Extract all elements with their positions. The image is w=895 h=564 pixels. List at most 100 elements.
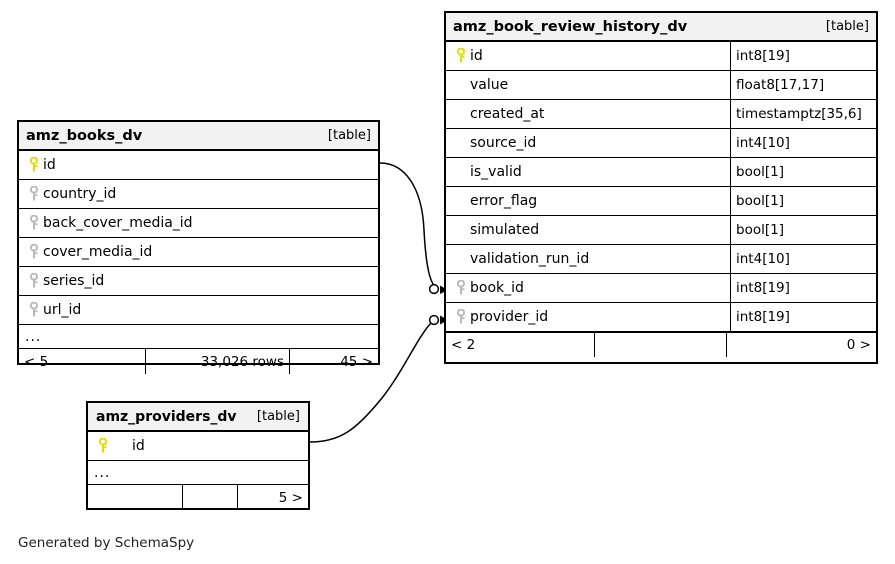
column-name-cell: error_flag	[446, 187, 730, 215]
table-row[interactable]: created_at timestamptz[35,6]	[446, 100, 876, 129]
primary-key-icon	[25, 157, 43, 173]
column-name-cell: cover_media_id	[19, 238, 378, 266]
column-name-cell: book_id	[446, 274, 730, 302]
column-name-cell: id	[19, 151, 378, 179]
column-type-cell: timestamptz[35,6]	[730, 100, 876, 128]
column-label: series_id	[43, 273, 105, 289]
table-row[interactable]: id int8[19]	[446, 42, 876, 71]
column-name-cell: validation_run_id	[446, 245, 730, 273]
primary-key-icon	[452, 48, 470, 64]
column-name-cell: series_id	[19, 267, 378, 295]
table-type-tag: [table]	[256, 409, 300, 424]
column-type-cell: int8[19]	[730, 303, 876, 331]
foreign-key-icon	[452, 309, 470, 325]
column-label: country_id	[43, 186, 117, 202]
table-row[interactable]: provider_id int8[19]	[446, 303, 876, 332]
table-type-tag: [table]	[327, 128, 371, 143]
generator-credit: Generated by SchemaSpy	[18, 535, 195, 551]
column-label: back_cover_media_id	[43, 215, 193, 231]
column-type-cell: int8[19]	[730, 274, 876, 302]
foreign-key-icon	[452, 280, 470, 296]
table-row[interactable]: simulated bool[1]	[446, 216, 876, 245]
column-label: validation_run_id	[470, 251, 590, 267]
table-row[interactable]: id	[88, 432, 308, 461]
column-name-cell: country_id	[19, 180, 378, 208]
child-relation-count[interactable]: 0 >	[726, 333, 876, 357]
column-label: simulated	[470, 222, 540, 238]
primary-key-icon	[94, 438, 112, 454]
table-amz-providers-dv[interactable]: amz_providers_dv [table] id ... 5 >	[86, 401, 310, 510]
column-type-cell: bool[1]	[730, 187, 876, 215]
column-type-cell: int4[10]	[730, 245, 876, 273]
foreign-key-icon	[25, 244, 43, 260]
column-label: book_id	[470, 280, 524, 296]
child-relation-count[interactable]: 45 >	[289, 349, 378, 374]
foreign-key-icon	[25, 186, 43, 202]
table-footer: < 5 33,026 rows 45 >	[19, 349, 378, 374]
table-row[interactable]: error_flag bool[1]	[446, 187, 876, 216]
table-row[interactable]: country_id	[19, 180, 378, 209]
parent-relation-count[interactable]: < 5	[24, 353, 49, 370]
more-columns-indicator[interactable]: ...	[19, 325, 378, 349]
column-label: url_id	[43, 302, 82, 318]
table-footer: 5 >	[88, 485, 308, 510]
table-header: amz_books_dv [table]	[19, 122, 378, 151]
column-name-cell: id	[88, 432, 308, 460]
table-type-tag: [table]	[825, 19, 869, 34]
foreign-key-icon	[25, 215, 43, 231]
column-type-cell: bool[1]	[730, 216, 876, 244]
table-amz-book-review-history-dv[interactable]: amz_book_review_history_dv [table] id in…	[444, 11, 878, 364]
column-label: source_id	[470, 135, 537, 151]
column-label: created_at	[470, 106, 545, 122]
column-label: id	[132, 438, 145, 454]
table-row[interactable]: back_cover_media_id	[19, 209, 378, 238]
table-row[interactable]: url_id	[19, 296, 378, 325]
table-row[interactable]: is_valid bool[1]	[446, 158, 876, 187]
table-footer: < 2 0 >	[446, 332, 876, 357]
relation-books-to-review	[379, 162, 437, 289]
relation-endpoint-circle-providers	[428, 314, 440, 326]
table-row[interactable]: value float8[17,17]	[446, 71, 876, 100]
column-name-cell: value	[446, 71, 730, 99]
column-name-cell: simulated	[446, 216, 730, 244]
table-header: amz_providers_dv [table]	[88, 403, 308, 432]
column-name-cell: url_id	[19, 296, 378, 324]
column-type-cell: bool[1]	[730, 158, 876, 186]
table-row[interactable]: source_id int4[10]	[446, 129, 876, 158]
column-name-cell: source_id	[446, 129, 730, 157]
column-label: provider_id	[470, 309, 549, 325]
table-title: amz_book_review_history_dv	[453, 18, 688, 35]
more-columns-indicator[interactable]: ...	[88, 461, 308, 485]
parent-relation-count[interactable]: < 2	[451, 337, 476, 353]
relation-endpoint-circle-books	[428, 283, 440, 295]
column-type-cell: int8[19]	[730, 42, 876, 70]
parent-relation-count[interactable]	[88, 485, 182, 510]
table-row[interactable]: cover_media_id	[19, 238, 378, 267]
column-name-cell: is_valid	[446, 158, 730, 186]
table-row[interactable]: series_id	[19, 267, 378, 296]
column-label: is_valid	[470, 164, 522, 180]
table-amz-books-dv[interactable]: amz_books_dv [table] id country_id	[17, 120, 380, 374]
column-label: cover_media_id	[43, 244, 153, 260]
table-header: amz_book_review_history_dv [table]	[446, 13, 876, 42]
row-count: 33,026 rows	[145, 349, 289, 374]
column-type-cell: int4[10]	[730, 129, 876, 157]
column-name-cell: id	[446, 42, 730, 70]
table-row[interactable]: id	[19, 151, 378, 180]
table-title: amz_books_dv	[26, 127, 143, 144]
foreign-key-icon	[25, 302, 43, 318]
column-label: value	[470, 77, 509, 93]
table-title: amz_providers_dv	[96, 408, 237, 425]
child-relation-count[interactable]: 5 >	[237, 485, 308, 510]
column-label: error_flag	[470, 193, 538, 209]
column-name-cell: back_cover_media_id	[19, 209, 378, 237]
table-row[interactable]: book_id int8[19]	[446, 274, 876, 303]
table-row[interactable]: validation_run_id int4[10]	[446, 245, 876, 274]
column-label: id	[43, 157, 56, 173]
column-label: id	[470, 48, 483, 64]
row-count	[182, 485, 237, 510]
column-type-cell: float8[17,17]	[730, 71, 876, 99]
column-name-cell: created_at	[446, 100, 730, 128]
foreign-key-icon	[25, 273, 43, 289]
